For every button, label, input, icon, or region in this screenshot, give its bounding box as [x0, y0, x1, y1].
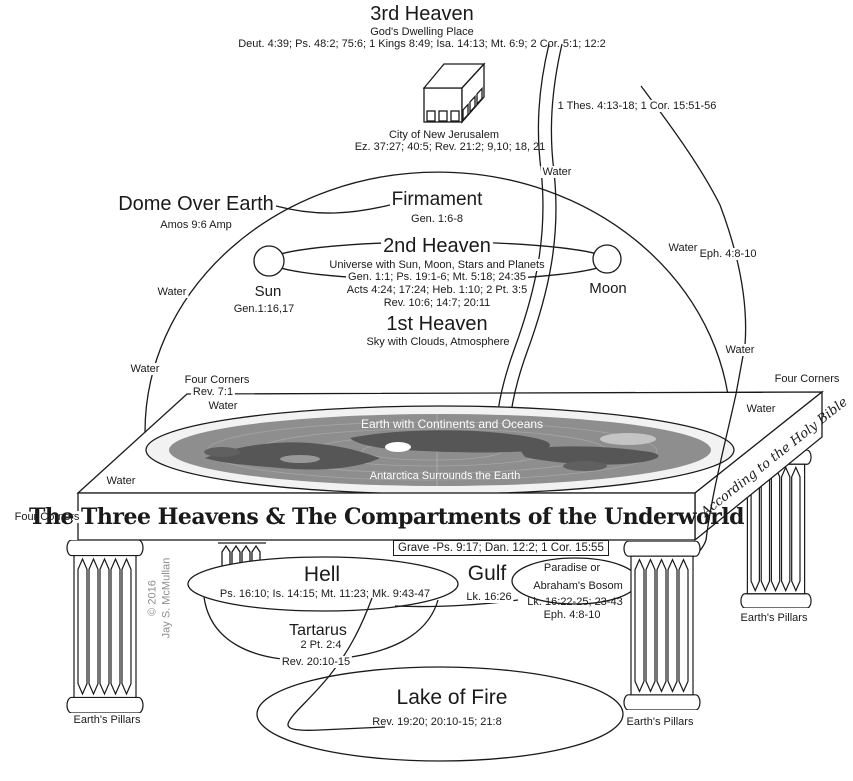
table-title: The Three Heavens & The Compartments of … — [28, 503, 745, 530]
gulf-title: Gulf — [465, 562, 509, 586]
paradise-refs: Lk. 16:22-25; 23-43 — [527, 596, 623, 608]
water-label-top: Water — [540, 166, 574, 179]
water-label-right-upper: Water — [666, 242, 700, 255]
gulf-refs: Lk. 16:26 — [464, 591, 514, 604]
lake-of-fire-refs: Rev. 19:20; 20:10-15; 21:8 — [372, 716, 502, 728]
new-jerusalem-label: City of New Jerusalem — [388, 129, 500, 141]
moon-circle — [592, 244, 622, 274]
hell-refs: Ps. 16:10; Is. 14:15; Mt. 11:23; Mk. 9:4… — [219, 588, 431, 600]
four-corners-left-bottom: Four Corners — [12, 511, 82, 524]
hell-to-lake-line — [287, 597, 386, 731]
first-heaven-subtitle: Sky with Clouds, Atmosphere — [366, 336, 510, 348]
lake-pointer-refs: Rev. 20:10-15 — [279, 656, 353, 669]
water-label-left-table: Water — [206, 400, 240, 413]
water-label-left-lower: Water — [104, 475, 138, 488]
copyright-notice: © 2016 Jay S. McMullan — [146, 558, 175, 639]
water-label-left-mid: Water — [128, 363, 162, 376]
dome-arc — [144, 171, 732, 433]
third-heaven-refs: Deut. 4:39; Ps. 48:2; 75:6; 1 Kings 8:49… — [238, 38, 606, 50]
four-corners-left-top: Four Corners — [182, 374, 252, 387]
new-jerusalem-refs: Ez. 37:27; 40:5; Rev. 21:2; 9,10; 18, 21 — [354, 141, 546, 153]
rapture-curve-2 — [509, 43, 563, 423]
third-heaven-subtitle: God's Dwelling Place — [370, 26, 474, 38]
four-corners-right-top: Four Corners — [772, 373, 842, 386]
earth-bottom-label: Antarctica Surrounds the Earth — [369, 470, 521, 482]
second-heaven-refs-1: Gen. 1:1; Ps. 19:1-6; Mt. 5:18; 24:35 — [346, 271, 528, 284]
earth-top-label: Earth with Continents and Oceans — [360, 417, 544, 431]
new-jerusalem-cube — [422, 62, 486, 124]
hell-ellipse — [187, 556, 459, 612]
pillars-label-front-right: Earth's Pillars — [626, 716, 694, 728]
tartarus-title: Tartarus — [289, 622, 347, 639]
water-label-right-table: Water — [744, 403, 778, 416]
copyright-author: Jay S. McMullan — [161, 557, 173, 639]
pillars-label-back-right: Earth's Pillars — [740, 612, 808, 624]
firmament-title: Firmament — [391, 189, 483, 210]
dome-label-pointer-line — [275, 204, 391, 214]
lake-of-fire-title: Lake of Fire — [396, 686, 508, 709]
tartarus-refs: 2 Pt. 2:4 — [300, 639, 342, 651]
water-label-right-mid: Water — [723, 344, 757, 357]
second-heaven-refs-3: Rev. 10:6; 14:7; 20:11 — [381, 297, 493, 310]
first-heaven-title: 1st Heaven — [386, 313, 488, 335]
ascension-refs-label: Eph. 4:8-10 — [697, 248, 759, 261]
four-corners-refs: Rev. 7:1 — [190, 386, 236, 399]
paradise-refs-2: Eph. 4:8-10 — [543, 609, 601, 621]
third-heaven-title: 3rd Heaven — [370, 3, 474, 25]
sun-refs: Gen.1:16,17 — [233, 303, 295, 315]
paradise-line1: Paradise or — [543, 562, 601, 574]
hell-title: Hell — [303, 563, 341, 586]
dome-title: Dome Over Earth — [118, 193, 274, 215]
sun-label: Sun — [254, 283, 282, 300]
second-heaven-title: 2nd Heaven — [381, 235, 493, 257]
table-front-banner — [77, 492, 696, 541]
sun-circle — [253, 245, 285, 277]
paradise-line2: Abraham's Bosom — [533, 580, 623, 592]
earth-pillar-front-left — [66, 540, 144, 713]
water-label-left-upper: Water — [155, 286, 189, 299]
rapture-refs: 1 Thes. 4:13-18; 1 Cor. 15:51-56 — [555, 100, 719, 113]
rapture-curve-1 — [496, 43, 550, 421]
grave-refs-box: Grave -Ps. 9:17; Dan. 12:2; 1 Cor. 15:55 — [393, 540, 609, 556]
copyright-year: © 2016 — [146, 580, 159, 616]
firmament-refs: Gen. 1:6-8 — [411, 213, 463, 225]
second-heaven-refs-2: Acts 4:24; 17:24; Heb. 1:10; 2 Pt. 3:5 — [344, 284, 530, 297]
pillars-label-front-left: Earth's Pillars — [73, 714, 141, 726]
moon-label: Moon — [589, 280, 627, 297]
lake-of-fire-ellipse — [256, 666, 624, 762]
dome-refs: Amos 9:6 Amp — [160, 219, 232, 231]
second-heaven-subtitle: Universe with Sun, Moon, Stars and Plane… — [327, 259, 547, 272]
earth-pillar-front-right — [623, 541, 701, 710]
